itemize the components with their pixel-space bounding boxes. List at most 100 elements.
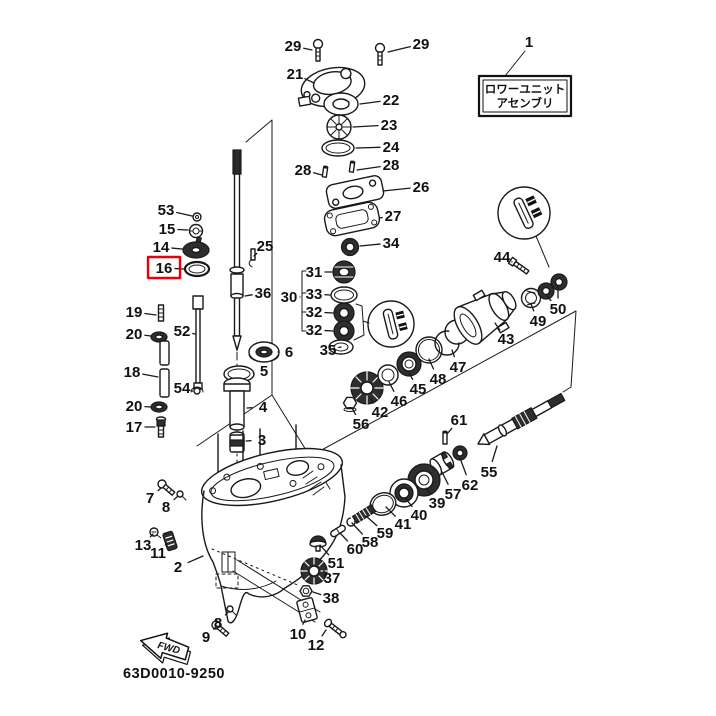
callout-20: 20 <box>126 326 143 343</box>
callout-5: 5 <box>260 363 268 380</box>
callout-23: 23 <box>381 117 398 134</box>
callout-58: 58 <box>362 534 379 551</box>
callout-24: 24 <box>383 139 400 156</box>
callout-12: 12 <box>308 637 325 654</box>
pump-oring <box>321 139 355 157</box>
callout-55: 55 <box>481 464 498 481</box>
part-number-code: 63D0010-9250 <box>123 666 225 682</box>
callout-15: 15 <box>159 221 176 238</box>
callout-47: 47 <box>450 359 467 376</box>
seal-detail-magnifier <box>497 186 551 268</box>
pinion-washer <box>182 236 210 259</box>
oring-33 <box>330 286 358 304</box>
propeller-shaft <box>477 392 566 446</box>
callout-57: 57 <box>445 486 462 503</box>
callout-33: 33 <box>306 286 323 303</box>
callout-41: 41 <box>395 516 412 533</box>
callout-38: 38 <box>323 590 340 607</box>
callout-32: 32 <box>306 304 323 321</box>
assembly-label-line2: アセンブリ <box>497 96 554 110</box>
dowel-pin <box>321 165 329 178</box>
assembly-label-line1: ロワーユニット <box>485 83 566 96</box>
bearing-45 <box>396 351 422 377</box>
seal-50 <box>550 273 568 291</box>
oil-seal <box>340 237 360 257</box>
callout-52: 52 <box>174 323 191 340</box>
bolt-9 <box>211 620 230 637</box>
callout-6: 6 <box>285 344 293 361</box>
bearing-40 <box>389 478 419 508</box>
callout-54: 54 <box>174 380 191 397</box>
callout-51: 51 <box>328 555 345 572</box>
callout-62: 62 <box>462 477 479 494</box>
callout-13: 13 <box>135 537 152 554</box>
callout-39: 39 <box>429 495 446 512</box>
gear-37 <box>300 557 328 585</box>
gearcase-housing <box>200 424 346 624</box>
callout-19: 19 <box>126 304 143 321</box>
callout-32: 32 <box>306 322 323 339</box>
callout-4: 4 <box>259 399 268 416</box>
bolt-7 <box>157 479 176 496</box>
callout-34: 34 <box>383 235 400 252</box>
trim-anode-10 <box>296 597 318 623</box>
bolt-12 <box>323 618 347 639</box>
pump-base-plate <box>325 175 385 209</box>
callout-28: 28 <box>295 162 312 179</box>
water-pump-bolt <box>312 38 324 62</box>
callout-56: 56 <box>353 416 370 433</box>
callout-31: 31 <box>306 264 323 281</box>
callout-9: 9 <box>202 629 210 646</box>
callout-25: 25 <box>257 238 274 255</box>
callout-1: 1 <box>525 34 533 51</box>
callout-43: 43 <box>498 331 515 348</box>
callout-36: 36 <box>255 285 272 302</box>
callout-8: 8 <box>214 615 222 632</box>
callout-45: 45 <box>410 381 427 398</box>
clip-54 <box>190 386 204 395</box>
bushing-3 <box>229 431 245 453</box>
seal-bracket <box>353 303 370 341</box>
callout-49: 49 <box>530 313 547 330</box>
callout-17: 17 <box>126 419 143 436</box>
callout-26: 26 <box>413 179 430 196</box>
impeller <box>326 114 352 140</box>
bushing-49 <box>520 287 542 309</box>
washer-62 <box>452 445 468 461</box>
callout-59: 59 <box>377 525 394 542</box>
shaft-nut-small <box>192 212 202 222</box>
seal-detail-magnifier <box>367 300 415 348</box>
callout-40: 40 <box>411 507 428 524</box>
water-pump-bolt <box>374 42 386 66</box>
grommet-20 <box>150 331 168 343</box>
callout-7: 7 <box>146 490 154 507</box>
seal-32 <box>333 320 355 342</box>
shift-pin-61 <box>442 430 448 445</box>
plunger-60 <box>330 524 346 538</box>
callout-27: 27 <box>385 208 402 225</box>
callout-2: 2 <box>174 559 182 576</box>
forward-gear-42 <box>350 371 384 405</box>
dowel-pin <box>348 160 356 173</box>
callout-46: 46 <box>391 393 408 410</box>
callout-42: 42 <box>372 404 389 421</box>
pinion-nut <box>188 223 204 239</box>
pinion-nut-56 <box>342 396 358 412</box>
sleeve-4 <box>223 377 251 431</box>
callout-37: 37 <box>324 570 341 587</box>
shim-46 <box>377 364 399 386</box>
stud-19 <box>157 304 165 322</box>
seal-32 <box>333 302 355 324</box>
callout-50: 50 <box>550 301 567 318</box>
callout-44: 44 <box>494 249 511 266</box>
clip-25 <box>248 248 256 268</box>
callout-48: 48 <box>430 371 447 388</box>
callout-21: 21 <box>287 66 304 83</box>
callout-30: 30 <box>281 289 298 306</box>
callout-53: 53 <box>158 202 175 219</box>
shift-rod <box>192 295 204 390</box>
pin-8 <box>226 605 237 616</box>
